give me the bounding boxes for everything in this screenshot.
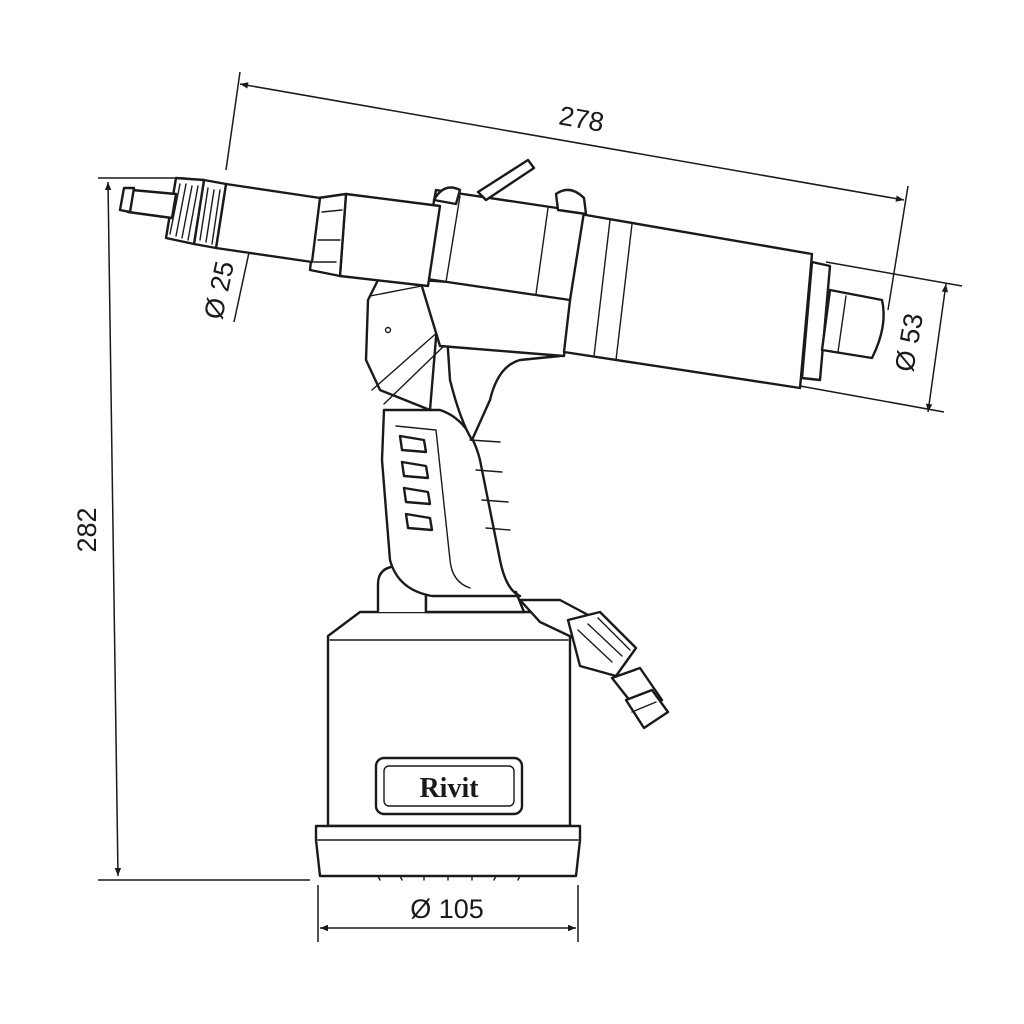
head-block [418,158,588,302]
dimension-278-label: 278 [557,100,607,137]
air-inlet-fitting [518,598,670,730]
dimension-base-diameter: Ø 105 [317,885,579,942]
dimension-282-label: 282 [72,507,102,552]
brand-logo: Rivit [419,773,479,804]
head-housing [364,258,574,412]
base-reservoir: Rivit [314,610,582,881]
main-cylinder [562,212,885,390]
dimension-282: 282 [72,177,310,881]
base-diameter-label: Ø 105 [410,894,484,924]
nose-section [118,176,442,288]
body-diameter-label: Ø 53 [889,311,929,374]
nose-diameter-label: Ø 25 [198,258,240,322]
pistol-grip [380,408,522,598]
